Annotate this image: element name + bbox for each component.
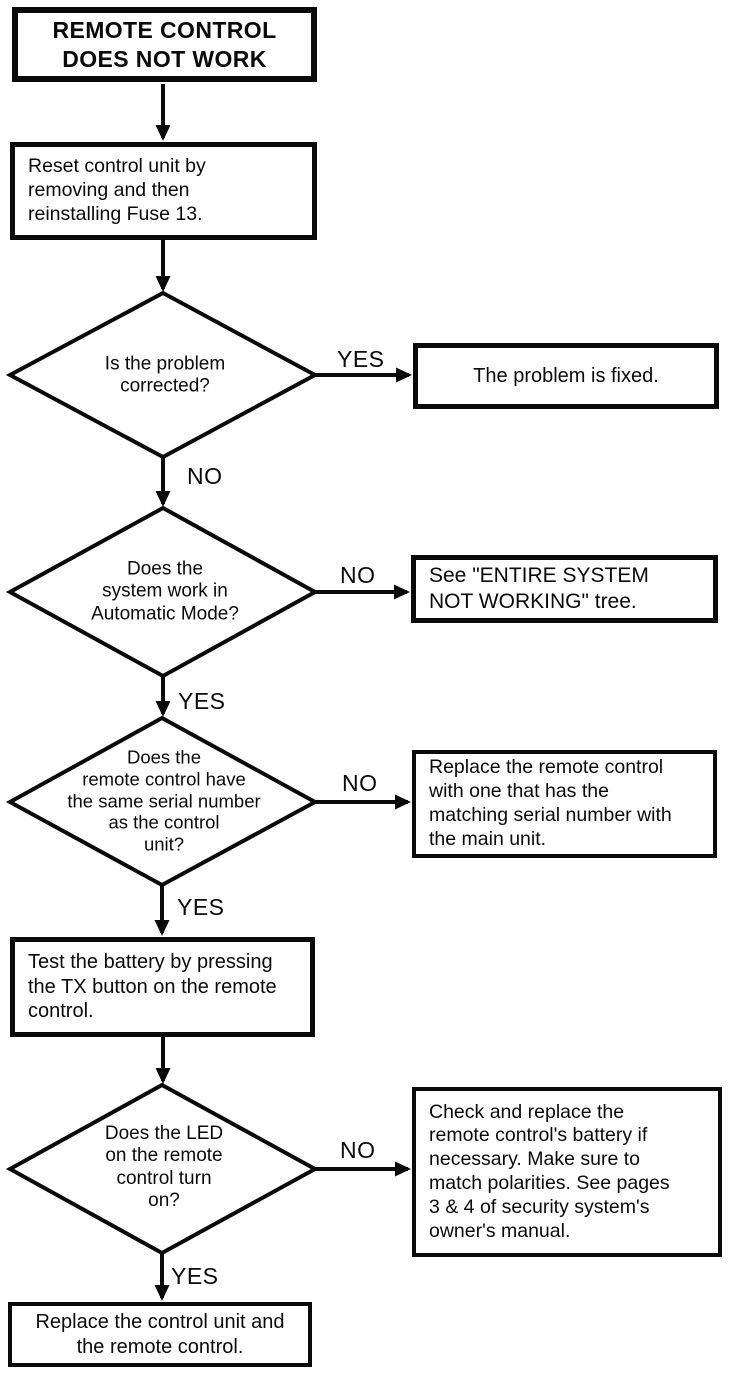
start-node-remote-control-does-not-work: REMOTE CONTROL DOES NOT WORK (12, 7, 317, 82)
edge-label-automatic-mode-yes: YES (178, 688, 226, 714)
process-test-battery-tx-button: Test the battery by pressing the TX butt… (10, 937, 315, 1037)
result-problem-fixed: The problem is fixed. (413, 343, 719, 409)
result-replace-control-unit-and-remote: Replace the control unit and the remote … (8, 1302, 312, 1367)
decision-automatic-mode-label: Does the system work in Automatic Mode? (91, 558, 239, 625)
decision-serial-number-diamond (5, 715, 320, 888)
decision-automatic-mode-diamond (5, 505, 320, 679)
decision-problem-corrected-diamond (5, 290, 320, 460)
result-see-entire-system-tree: See "ENTIRE SYSTEM NOT WORKING" tree. (411, 555, 718, 623)
edge-label-led-no: NO (340, 1137, 376, 1163)
edge-label-serial-number-no: NO (342, 770, 378, 796)
decision-problem-corrected-label: Is the problem corrected? (104, 353, 226, 397)
process-reset-fuse-13: Reset control unit by removing and then … (10, 142, 317, 240)
edge-label-problem-corrected-no: NO (187, 463, 223, 489)
edge-label-automatic-mode-no: NO (340, 562, 376, 588)
result-check-replace-battery: Check and replace the remote control's b… (412, 1087, 722, 1257)
decision-led-turns-on-diamond (5, 1082, 320, 1256)
decision-serial-number-label: Does the remote control have the same se… (67, 746, 261, 855)
decision-led-turns-on-label: Does the LED on the remote control turn … (104, 1123, 224, 1212)
edge-label-serial-number-yes: YES (177, 894, 225, 920)
edge-label-problem-corrected-yes: YES (337, 346, 385, 372)
result-replace-remote-matching-serial: Replace the remote control with one that… (412, 750, 717, 858)
edge-label-led-yes: YES (171, 1263, 219, 1289)
